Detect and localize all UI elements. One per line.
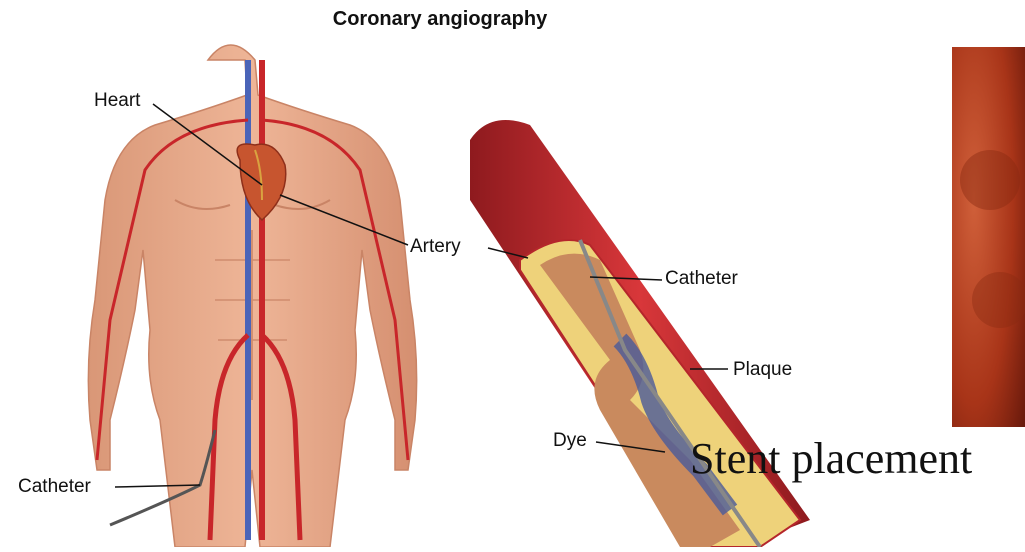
stent-photo-texture [960, 150, 1020, 210]
label-plaque: Plaque [733, 359, 792, 381]
human-body [88, 45, 416, 547]
diagram-title: Coronary angiography [0, 8, 880, 31]
stent-photo [952, 47, 1025, 427]
caption-stent-placement: Stent placement [690, 433, 972, 484]
label-catheter-body: Catheter [18, 476, 91, 498]
label-dye: Dye [553, 430, 587, 452]
label-heart: Heart [94, 90, 140, 112]
label-artery: Artery [410, 236, 461, 258]
label-catheter-vessel: Catheter [665, 268, 738, 290]
